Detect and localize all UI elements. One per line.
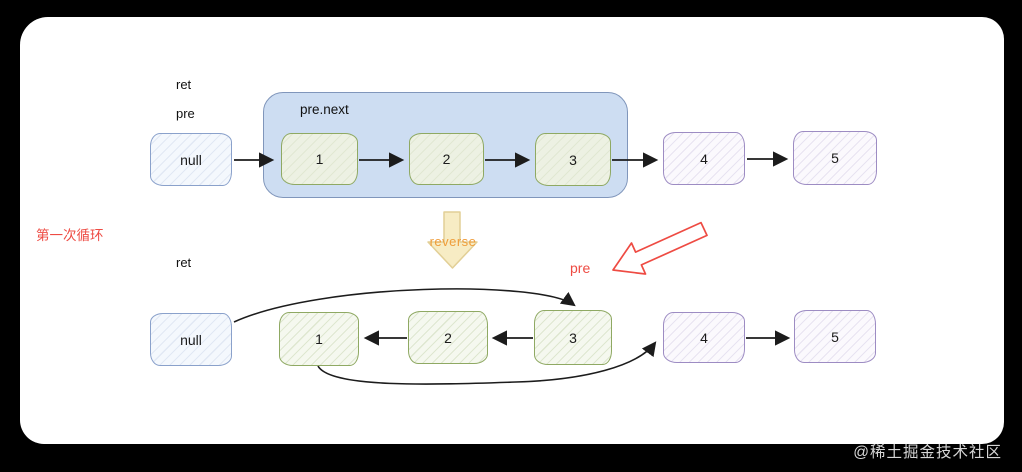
bottom-node-5: 5 <box>794 310 876 363</box>
pre-next-label: pre.next <box>300 102 349 117</box>
bottom-node-5-label: 5 <box>831 328 839 345</box>
bottom-null-node-label: null <box>180 331 202 348</box>
top-node-1-label: 1 <box>315 151 324 167</box>
top-pre-label: pre <box>176 106 195 121</box>
top-node-2-label: 2 <box>442 151 451 167</box>
top-node-3: 3 <box>535 133 611 186</box>
bottom-node-4-label: 4 <box>700 329 708 346</box>
bottom-node-1: 1 <box>279 312 359 366</box>
top-node-5-label: 5 <box>831 150 839 166</box>
top-node-3-label: 3 <box>569 151 577 168</box>
top-node-4: 4 <box>663 132 745 185</box>
top-null-node: null <box>150 133 232 186</box>
top-node-5: 5 <box>793 131 877 185</box>
bottom-node-1-label: 1 <box>315 331 323 347</box>
top-node-4-label: 4 <box>700 150 708 167</box>
bottom-node-2: 2 <box>408 311 488 364</box>
bottom-ret-label: ret <box>176 255 192 270</box>
bottom-null-node: null <box>150 313 232 366</box>
bottom-node-3-label: 3 <box>569 329 577 346</box>
top-node-2: 2 <box>409 133 484 185</box>
loop-iteration-label: 第一次循环 <box>36 228 104 243</box>
bottom-node-2-label: 2 <box>444 329 452 346</box>
bottom-node-3: 3 <box>534 310 612 365</box>
pre-pointer-label: pre <box>570 260 591 276</box>
top-null-node-label: null <box>180 151 202 168</box>
juejin-watermark: @稀土掘金技术社区 <box>853 444 1002 461</box>
bottom-node-4: 4 <box>663 312 745 363</box>
reverse-label: reverse <box>429 234 477 249</box>
top-node-1: 1 <box>281 133 358 185</box>
diagram-canvas <box>20 17 1004 444</box>
top-ret-label: ret <box>176 77 192 92</box>
